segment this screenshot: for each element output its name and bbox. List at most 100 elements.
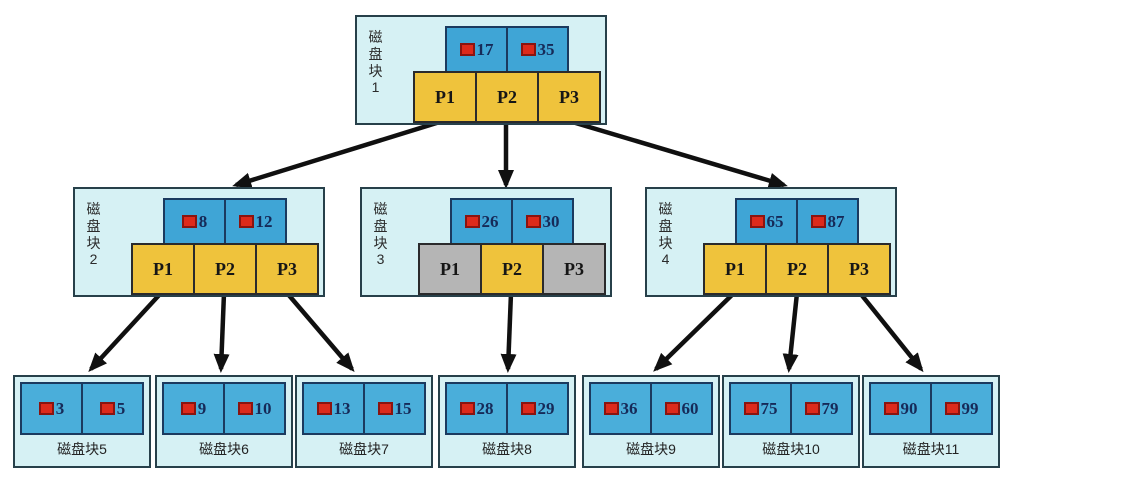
disk-block-1: 磁盘块 1 17 35 P1 P2 P3 xyxy=(355,15,607,125)
pointer-p2: P2 xyxy=(193,243,257,295)
pointer-label: P3 xyxy=(277,258,297,279)
key-marker-icon xyxy=(316,402,332,415)
arrow-block2-p2-to-block6 xyxy=(213,292,230,373)
keys-row: 28 29 xyxy=(445,382,569,435)
pointer-p1: P1 xyxy=(418,243,482,295)
disk-block-6: 9 10 磁盘块6 xyxy=(155,375,293,468)
keys-row: 9 10 xyxy=(162,382,286,435)
disk-block-name: 磁盘块 xyxy=(86,201,101,251)
pointer-label: P1 xyxy=(725,258,745,279)
disk-block-label: 磁盘块7 xyxy=(339,441,389,457)
key-value: 90 xyxy=(900,398,918,418)
pointer-label: P2 xyxy=(787,258,807,279)
key-cell: 15 xyxy=(365,384,424,433)
disk-block-11: 90 99 磁盘块11 xyxy=(862,375,1000,468)
pointer-label: P3 xyxy=(559,86,579,107)
disk-block-7: 13 15 磁盘块7 xyxy=(295,375,433,468)
pointer-label: P2 xyxy=(502,258,522,279)
key-value: 65 xyxy=(766,211,784,231)
disk-block-4-label: 磁盘块 4 xyxy=(656,201,675,268)
key-value: 87 xyxy=(827,211,845,231)
key-value: 8 xyxy=(198,211,208,231)
key-value: 13 xyxy=(333,398,351,418)
key-marker-icon xyxy=(810,215,826,228)
arrow-block2-p3-to-block7 xyxy=(285,291,355,373)
disk-block-label: 磁盘块6 xyxy=(199,441,249,457)
key-marker-icon xyxy=(38,402,54,415)
key-cell: 9 xyxy=(164,384,225,433)
key-marker-icon xyxy=(664,402,680,415)
key-marker-icon xyxy=(237,402,253,415)
key-marker-icon xyxy=(459,402,475,415)
disk-block-4: 磁盘块 4 65 87 P1 P2 P3 xyxy=(645,187,897,297)
key-cell: 8 xyxy=(163,198,226,245)
pointer-p3: P3 xyxy=(542,243,606,295)
arrow-block1-p3-to-block4 xyxy=(568,118,788,189)
key-cell: 60 xyxy=(652,384,711,433)
key-marker-icon xyxy=(377,402,393,415)
key-cell: 30 xyxy=(511,198,574,245)
pointer-p1: P1 xyxy=(703,243,767,295)
key-marker-icon xyxy=(603,402,619,415)
key-marker-icon xyxy=(804,402,820,415)
key-value: 75 xyxy=(760,398,778,418)
key-cell: 29 xyxy=(508,384,567,433)
key-value: 60 xyxy=(681,398,699,418)
disk-block-number: 4 xyxy=(661,251,670,268)
disk-block-label: 磁盘块8 xyxy=(482,441,532,457)
key-cell: 10 xyxy=(225,384,284,433)
key-cell: 28 xyxy=(447,384,508,433)
key-cell: 36 xyxy=(591,384,652,433)
pointer-label: P2 xyxy=(497,86,517,107)
disk-block-8: 28 29 磁盘块8 xyxy=(438,375,576,468)
key-marker-icon xyxy=(520,43,536,56)
pointer-label: P1 xyxy=(440,258,460,279)
keys-row: 8 12 xyxy=(163,198,287,245)
arrow-block2-p1-to-block5 xyxy=(88,291,163,372)
key-marker-icon xyxy=(99,402,115,415)
key-value: 9 xyxy=(197,398,207,418)
key-value: 79 xyxy=(821,398,839,418)
key-cell: 65 xyxy=(735,198,798,245)
key-value: 29 xyxy=(537,398,555,418)
disk-block-9: 36 60 磁盘块9 xyxy=(582,375,720,468)
disk-block-3-label: 磁盘块 3 xyxy=(371,201,390,268)
disk-block-label: 磁盘块10 xyxy=(762,441,820,457)
key-value: 5 xyxy=(116,398,126,418)
key-cell: 13 xyxy=(304,384,365,433)
disk-block-number: 3 xyxy=(376,251,385,268)
pointer-label: P2 xyxy=(215,258,235,279)
key-value: 28 xyxy=(476,398,494,418)
arrow-block3-p2-to-block8 xyxy=(500,292,517,373)
key-value: 26 xyxy=(481,211,499,231)
key-value: 17 xyxy=(476,39,494,59)
pointer-row: P1 P2 P3 xyxy=(131,243,319,295)
pointer-label: P3 xyxy=(564,258,584,279)
key-value: 15 xyxy=(394,398,412,418)
disk-block-2: 磁盘块 2 8 12 P1 P2 P3 xyxy=(73,187,325,297)
disk-block-1-label: 磁盘块 1 xyxy=(366,29,385,96)
key-cell: 87 xyxy=(796,198,859,245)
key-value: 35 xyxy=(537,39,555,59)
key-cell: 90 xyxy=(871,384,932,433)
key-cell: 12 xyxy=(224,198,287,245)
pointer-p1: P1 xyxy=(413,71,477,123)
arrow-block1-p1-to-block2 xyxy=(232,118,444,189)
pointer-label: P1 xyxy=(435,86,455,107)
disk-block-10: 75 79 磁盘块10 xyxy=(722,375,860,468)
disk-block-number: 1 xyxy=(371,79,380,96)
key-marker-icon xyxy=(743,402,759,415)
keys-row: 17 35 xyxy=(445,26,569,73)
key-cell: 79 xyxy=(792,384,851,433)
key-marker-icon xyxy=(525,215,541,228)
pointer-p3: P3 xyxy=(827,243,891,295)
keys-row: 3 5 xyxy=(20,382,144,435)
key-value: 3 xyxy=(55,398,65,418)
key-marker-icon xyxy=(883,402,899,415)
disk-block-label: 磁盘块9 xyxy=(626,441,676,457)
key-marker-icon xyxy=(180,402,196,415)
key-cell: 5 xyxy=(83,384,142,433)
key-value: 12 xyxy=(255,211,273,231)
disk-block-3: 磁盘块 3 26 30 P1 P2 P3 xyxy=(360,187,612,297)
